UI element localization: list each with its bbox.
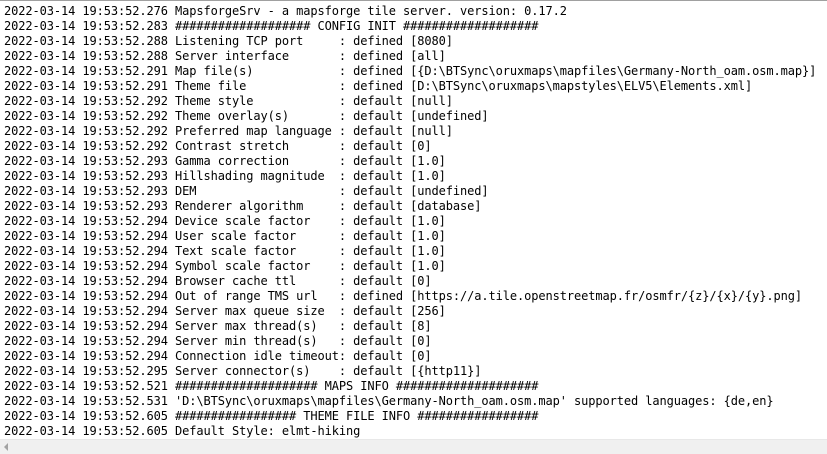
log-message: Hillshading magnitude : default [1.0] xyxy=(175,169,446,183)
log-message: ################### CONFIG INIT ########… xyxy=(175,19,539,33)
log-line: 2022-03-14 19:53:52.294 Server max queue… xyxy=(0,304,827,319)
log-message: Device scale factor : default [1.0] xyxy=(175,214,446,228)
log-timestamp: 2022-03-14 19:53:52.605 xyxy=(4,409,168,423)
log-line: 2022-03-14 19:53:52.288 Server interface… xyxy=(0,49,827,64)
log-timestamp: 2022-03-14 19:53:52.291 xyxy=(4,79,168,93)
log-line: 2022-03-14 19:53:52.294 Device scale fac… xyxy=(0,214,827,229)
window-top-edge xyxy=(0,0,827,5)
log-message: Theme overlay(s) : default [undefined] xyxy=(175,109,489,123)
log-message: 'D:\BTSync\oruxmaps\mapfiles\Germany-Nor… xyxy=(175,394,774,408)
log-line: 2022-03-14 19:53:52.293 Gamma correction… xyxy=(0,154,827,169)
log-message: Out of range TMS url : defined [https://… xyxy=(175,289,802,303)
log-timestamp: 2022-03-14 19:53:52.294 xyxy=(4,274,168,288)
log-timestamp: 2022-03-14 19:53:52.288 xyxy=(4,34,168,48)
log-line: 2022-03-14 19:53:52.292 Preferred map la… xyxy=(0,124,827,139)
log-timestamp: 2022-03-14 19:53:52.293 xyxy=(4,154,168,168)
log-line: 2022-03-14 19:53:52.294 Text scale facto… xyxy=(0,244,827,259)
log-timestamp: 2022-03-14 19:53:52.292 xyxy=(4,109,168,123)
scroll-left-arrow-icon[interactable] xyxy=(4,443,8,451)
log-timestamp: 2022-03-14 19:53:52.293 xyxy=(4,169,168,183)
log-message: Listening TCP port : defined [8080] xyxy=(175,34,453,48)
log-line: 2022-03-14 19:53:52.292 Theme overlay(s)… xyxy=(0,109,827,124)
log-timestamp: 2022-03-14 19:53:52.294 xyxy=(4,349,168,363)
log-message: Theme file : defined [D:\BTSync\oruxmaps… xyxy=(175,79,753,93)
log-timestamp: 2022-03-14 19:53:52.293 xyxy=(4,184,168,198)
log-line: 2022-03-14 19:53:52.276 MapsforgeSrv - a… xyxy=(0,4,827,19)
log-timestamp: 2022-03-14 19:53:52.288 xyxy=(4,49,168,63)
log-timestamp: 2022-03-14 19:53:52.294 xyxy=(4,289,168,303)
log-timestamp: 2022-03-14 19:53:52.283 xyxy=(4,19,168,33)
log-line: 2022-03-14 19:53:52.521 ################… xyxy=(0,379,827,394)
log-message: Server connector(s) : default [{http11}] xyxy=(175,364,482,378)
log-message: Renderer algorithm : default [database] xyxy=(175,199,482,213)
log-timestamp: 2022-03-14 19:53:52.292 xyxy=(4,139,168,153)
log-timestamp: 2022-03-14 19:53:52.294 xyxy=(4,214,168,228)
log-message: Theme style : default [null] xyxy=(175,94,453,108)
log-line: 2022-03-14 19:53:52.291 Map file(s) : de… xyxy=(0,64,827,79)
log-timestamp: 2022-03-14 19:53:52.294 xyxy=(4,259,168,273)
log-message: Server interface : defined [all] xyxy=(175,49,446,63)
log-message: MapsforgeSrv - a mapsforge tile server. … xyxy=(175,4,567,18)
log-message: Gamma correction : default [1.0] xyxy=(175,154,446,168)
log-message: Symbol scale factor : default [1.0] xyxy=(175,259,446,273)
log-message: Contrast stretch : default [0] xyxy=(175,139,432,153)
log-output[interactable]: 2022-03-14 19:53:52.276 MapsforgeSrv - a… xyxy=(0,4,827,438)
log-message: Server max queue size : default [256] xyxy=(175,304,446,318)
log-line: 2022-03-14 19:53:52.294 Out of range TMS… xyxy=(0,289,827,304)
log-line: 2022-03-14 19:53:52.292 Contrast stretch… xyxy=(0,139,827,154)
log-line: 2022-03-14 19:53:52.283 ################… xyxy=(0,19,827,34)
log-timestamp: 2022-03-14 19:53:52.294 xyxy=(4,229,168,243)
log-message: Default Style: elmt-hiking xyxy=(175,424,361,438)
log-line: 2022-03-14 19:53:52.605 ################… xyxy=(0,409,827,424)
log-line: 2022-03-14 19:53:52.294 Connection idle … xyxy=(0,349,827,364)
log-timestamp: 2022-03-14 19:53:52.294 xyxy=(4,304,168,318)
log-message: Preferred map language : default [null] xyxy=(175,124,453,138)
log-message: ################# THEME FILE INFO ######… xyxy=(175,409,539,423)
log-message: Connection idle timeout: default [0] xyxy=(175,349,432,363)
log-timestamp: 2022-03-14 19:53:52.292 xyxy=(4,94,168,108)
log-line: 2022-03-14 19:53:52.294 Browser cache tt… xyxy=(0,274,827,289)
log-timestamp: 2022-03-14 19:53:52.276 xyxy=(4,4,168,18)
log-timestamp: 2022-03-14 19:53:52.605 xyxy=(4,424,168,438)
log-line: 2022-03-14 19:53:52.293 Hillshading magn… xyxy=(0,169,827,184)
log-line: 2022-03-14 19:53:52.294 Server max threa… xyxy=(0,319,827,334)
log-message: Map file(s) : defined [{D:\BTSync\oruxma… xyxy=(175,64,817,78)
log-line: 2022-03-14 19:53:52.293 Renderer algorit… xyxy=(0,199,827,214)
log-line: 2022-03-14 19:53:52.294 User scale facto… xyxy=(0,229,827,244)
log-line: 2022-03-14 19:53:52.288 Listening TCP po… xyxy=(0,34,827,49)
log-timestamp: 2022-03-14 19:53:52.292 xyxy=(4,124,168,138)
horizontal-scrollbar[interactable] xyxy=(0,439,827,454)
log-line: 2022-03-14 19:53:52.531 'D:\BTSync\oruxm… xyxy=(0,394,827,409)
log-timestamp: 2022-03-14 19:53:52.294 xyxy=(4,319,168,333)
log-timestamp: 2022-03-14 19:53:52.291 xyxy=(4,64,168,78)
log-message: Server max thread(s) : default [8] xyxy=(175,319,432,333)
log-timestamp: 2022-03-14 19:53:52.294 xyxy=(4,334,168,348)
log-line: 2022-03-14 19:53:52.294 Server min threa… xyxy=(0,334,827,349)
log-timestamp: 2022-03-14 19:53:52.521 xyxy=(4,379,168,393)
log-line: 2022-03-14 19:53:52.295 Server connector… xyxy=(0,364,827,379)
log-message: User scale factor : default [1.0] xyxy=(175,229,446,243)
log-line: 2022-03-14 19:53:52.605 Default Style: e… xyxy=(0,424,827,438)
log-line: 2022-03-14 19:53:52.293 DEM : default [u… xyxy=(0,184,827,199)
log-line: 2022-03-14 19:53:52.291 Theme file : def… xyxy=(0,79,827,94)
log-message: Text scale factor : default [1.0] xyxy=(175,244,446,258)
log-message: Browser cache ttl : default [0] xyxy=(175,274,432,288)
log-message: DEM : default [undefined] xyxy=(175,184,489,198)
log-timestamp: 2022-03-14 19:53:52.295 xyxy=(4,364,168,378)
log-line: 2022-03-14 19:53:52.292 Theme style : de… xyxy=(0,94,827,109)
log-message: #################### MAPS INFO #########… xyxy=(175,379,539,393)
log-line: 2022-03-14 19:53:52.294 Symbol scale fac… xyxy=(0,259,827,274)
log-timestamp: 2022-03-14 19:53:52.531 xyxy=(4,394,168,408)
log-timestamp: 2022-03-14 19:53:52.294 xyxy=(4,244,168,258)
log-message: Server min thread(s) : default [0] xyxy=(175,334,432,348)
log-timestamp: 2022-03-14 19:53:52.293 xyxy=(4,199,168,213)
